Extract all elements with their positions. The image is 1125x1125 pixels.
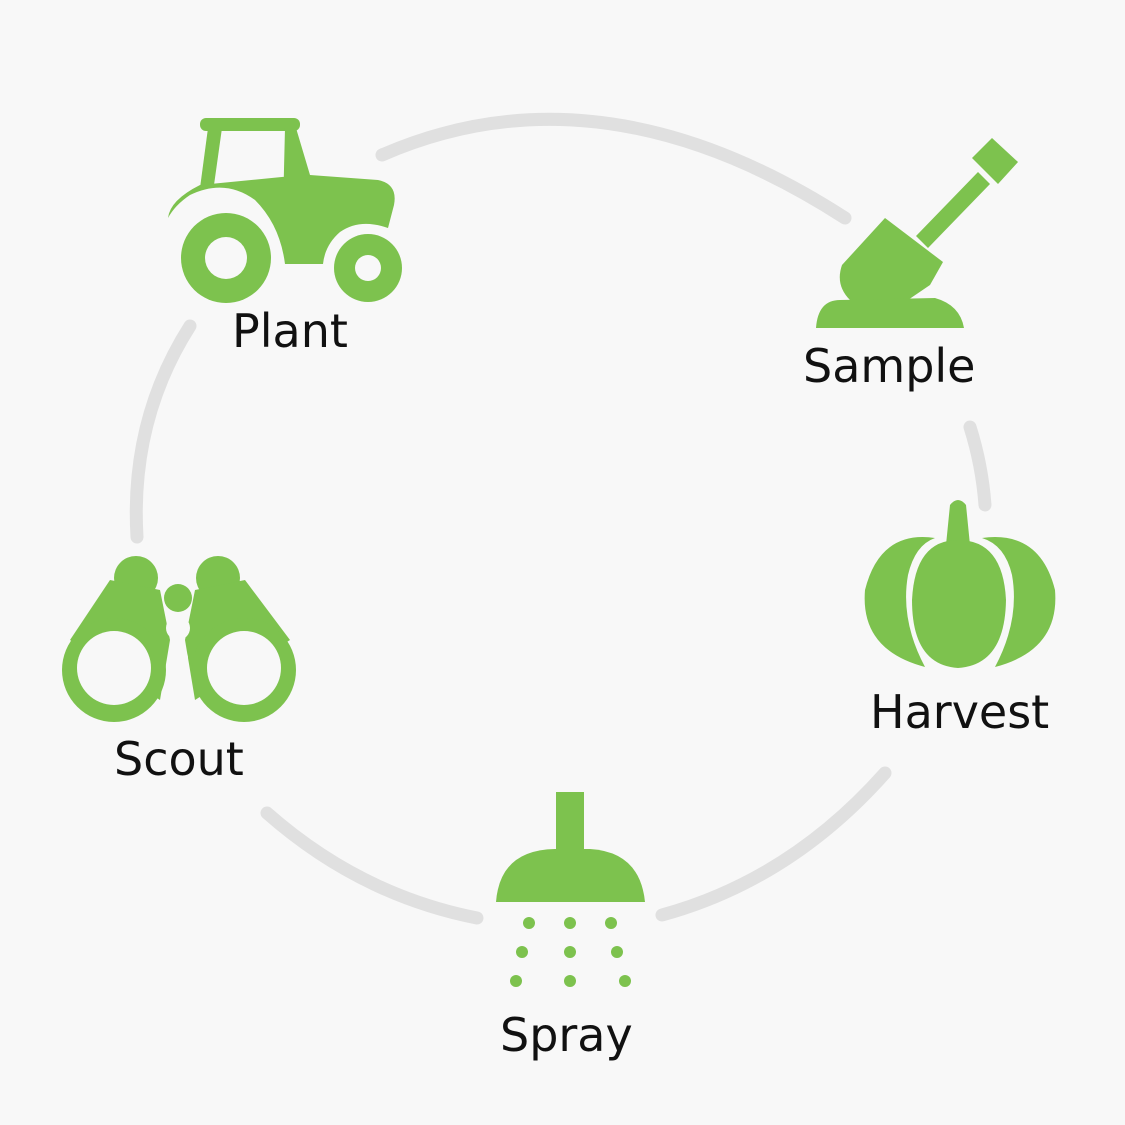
sprayer-icon: [496, 792, 645, 987]
stage-label-spray: Spray: [500, 1008, 633, 1062]
shovel-icon: [816, 138, 1018, 328]
stage-label-plant: Plant: [232, 304, 348, 358]
tractor-icon: [168, 118, 402, 303]
stage-label-scout: Scout: [114, 732, 244, 786]
connector-sample-harvest: [963, 420, 992, 512]
binoculars-icon: [62, 556, 296, 722]
pumpkin-icon: [864, 500, 1056, 668]
stage-label-harvest: Harvest: [870, 685, 1050, 739]
connector-harvest-spray: [655, 766, 892, 922]
connector-spray-scout: [260, 806, 484, 925]
connector-plant-sample: [375, 112, 852, 225]
connector-scout-plant: [129, 319, 197, 544]
stage-label-sample: Sample: [803, 339, 976, 393]
